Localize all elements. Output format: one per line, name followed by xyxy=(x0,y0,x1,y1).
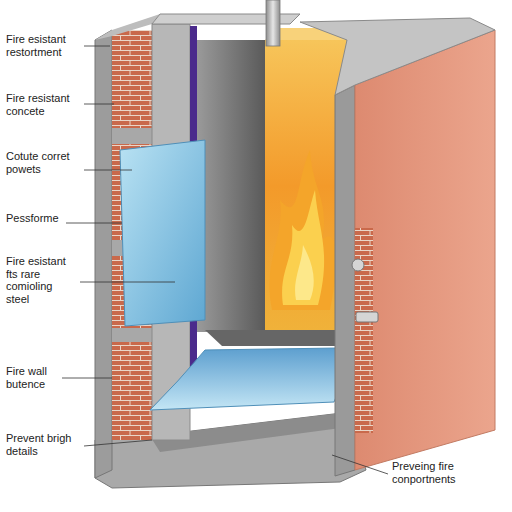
wall-top xyxy=(95,14,160,40)
flame xyxy=(269,150,336,310)
part-label: Fire esistant fts rare comioling steel xyxy=(6,255,78,306)
part-label: Cotute corret powets xyxy=(6,150,86,175)
bolt xyxy=(352,259,364,271)
top-slab xyxy=(300,18,495,95)
leader-line xyxy=(80,282,175,283)
leader-line xyxy=(66,223,122,224)
leader-line xyxy=(84,170,132,171)
part-label: Preveing fire conportnents xyxy=(392,460,492,485)
leader-line xyxy=(84,440,152,446)
leader-lines xyxy=(62,46,388,474)
concrete-band xyxy=(112,128,152,144)
part-label: Fire esistant restortment xyxy=(6,33,86,58)
steel-panel xyxy=(120,140,205,326)
leader-line xyxy=(62,378,112,379)
concrete-band xyxy=(112,328,152,342)
leader-line xyxy=(84,104,114,105)
wall-edge xyxy=(95,30,112,478)
part-label: Fire resistant concete xyxy=(6,92,86,117)
concrete-edge xyxy=(335,85,355,476)
flue-pipe xyxy=(266,0,280,46)
part-label: Prevent brigh details xyxy=(6,432,86,457)
fire-compartment-wall xyxy=(355,30,495,470)
leader-line xyxy=(332,455,388,474)
inner-wall xyxy=(197,40,265,332)
chamber-floor xyxy=(205,330,357,346)
flame xyxy=(282,190,324,305)
floor-sheet xyxy=(150,348,341,410)
flame xyxy=(295,245,314,300)
leader-line xyxy=(84,46,110,47)
part-label: Fire wall butence xyxy=(6,365,66,390)
part-label: Pessforme xyxy=(6,212,66,225)
bolt xyxy=(356,312,378,322)
